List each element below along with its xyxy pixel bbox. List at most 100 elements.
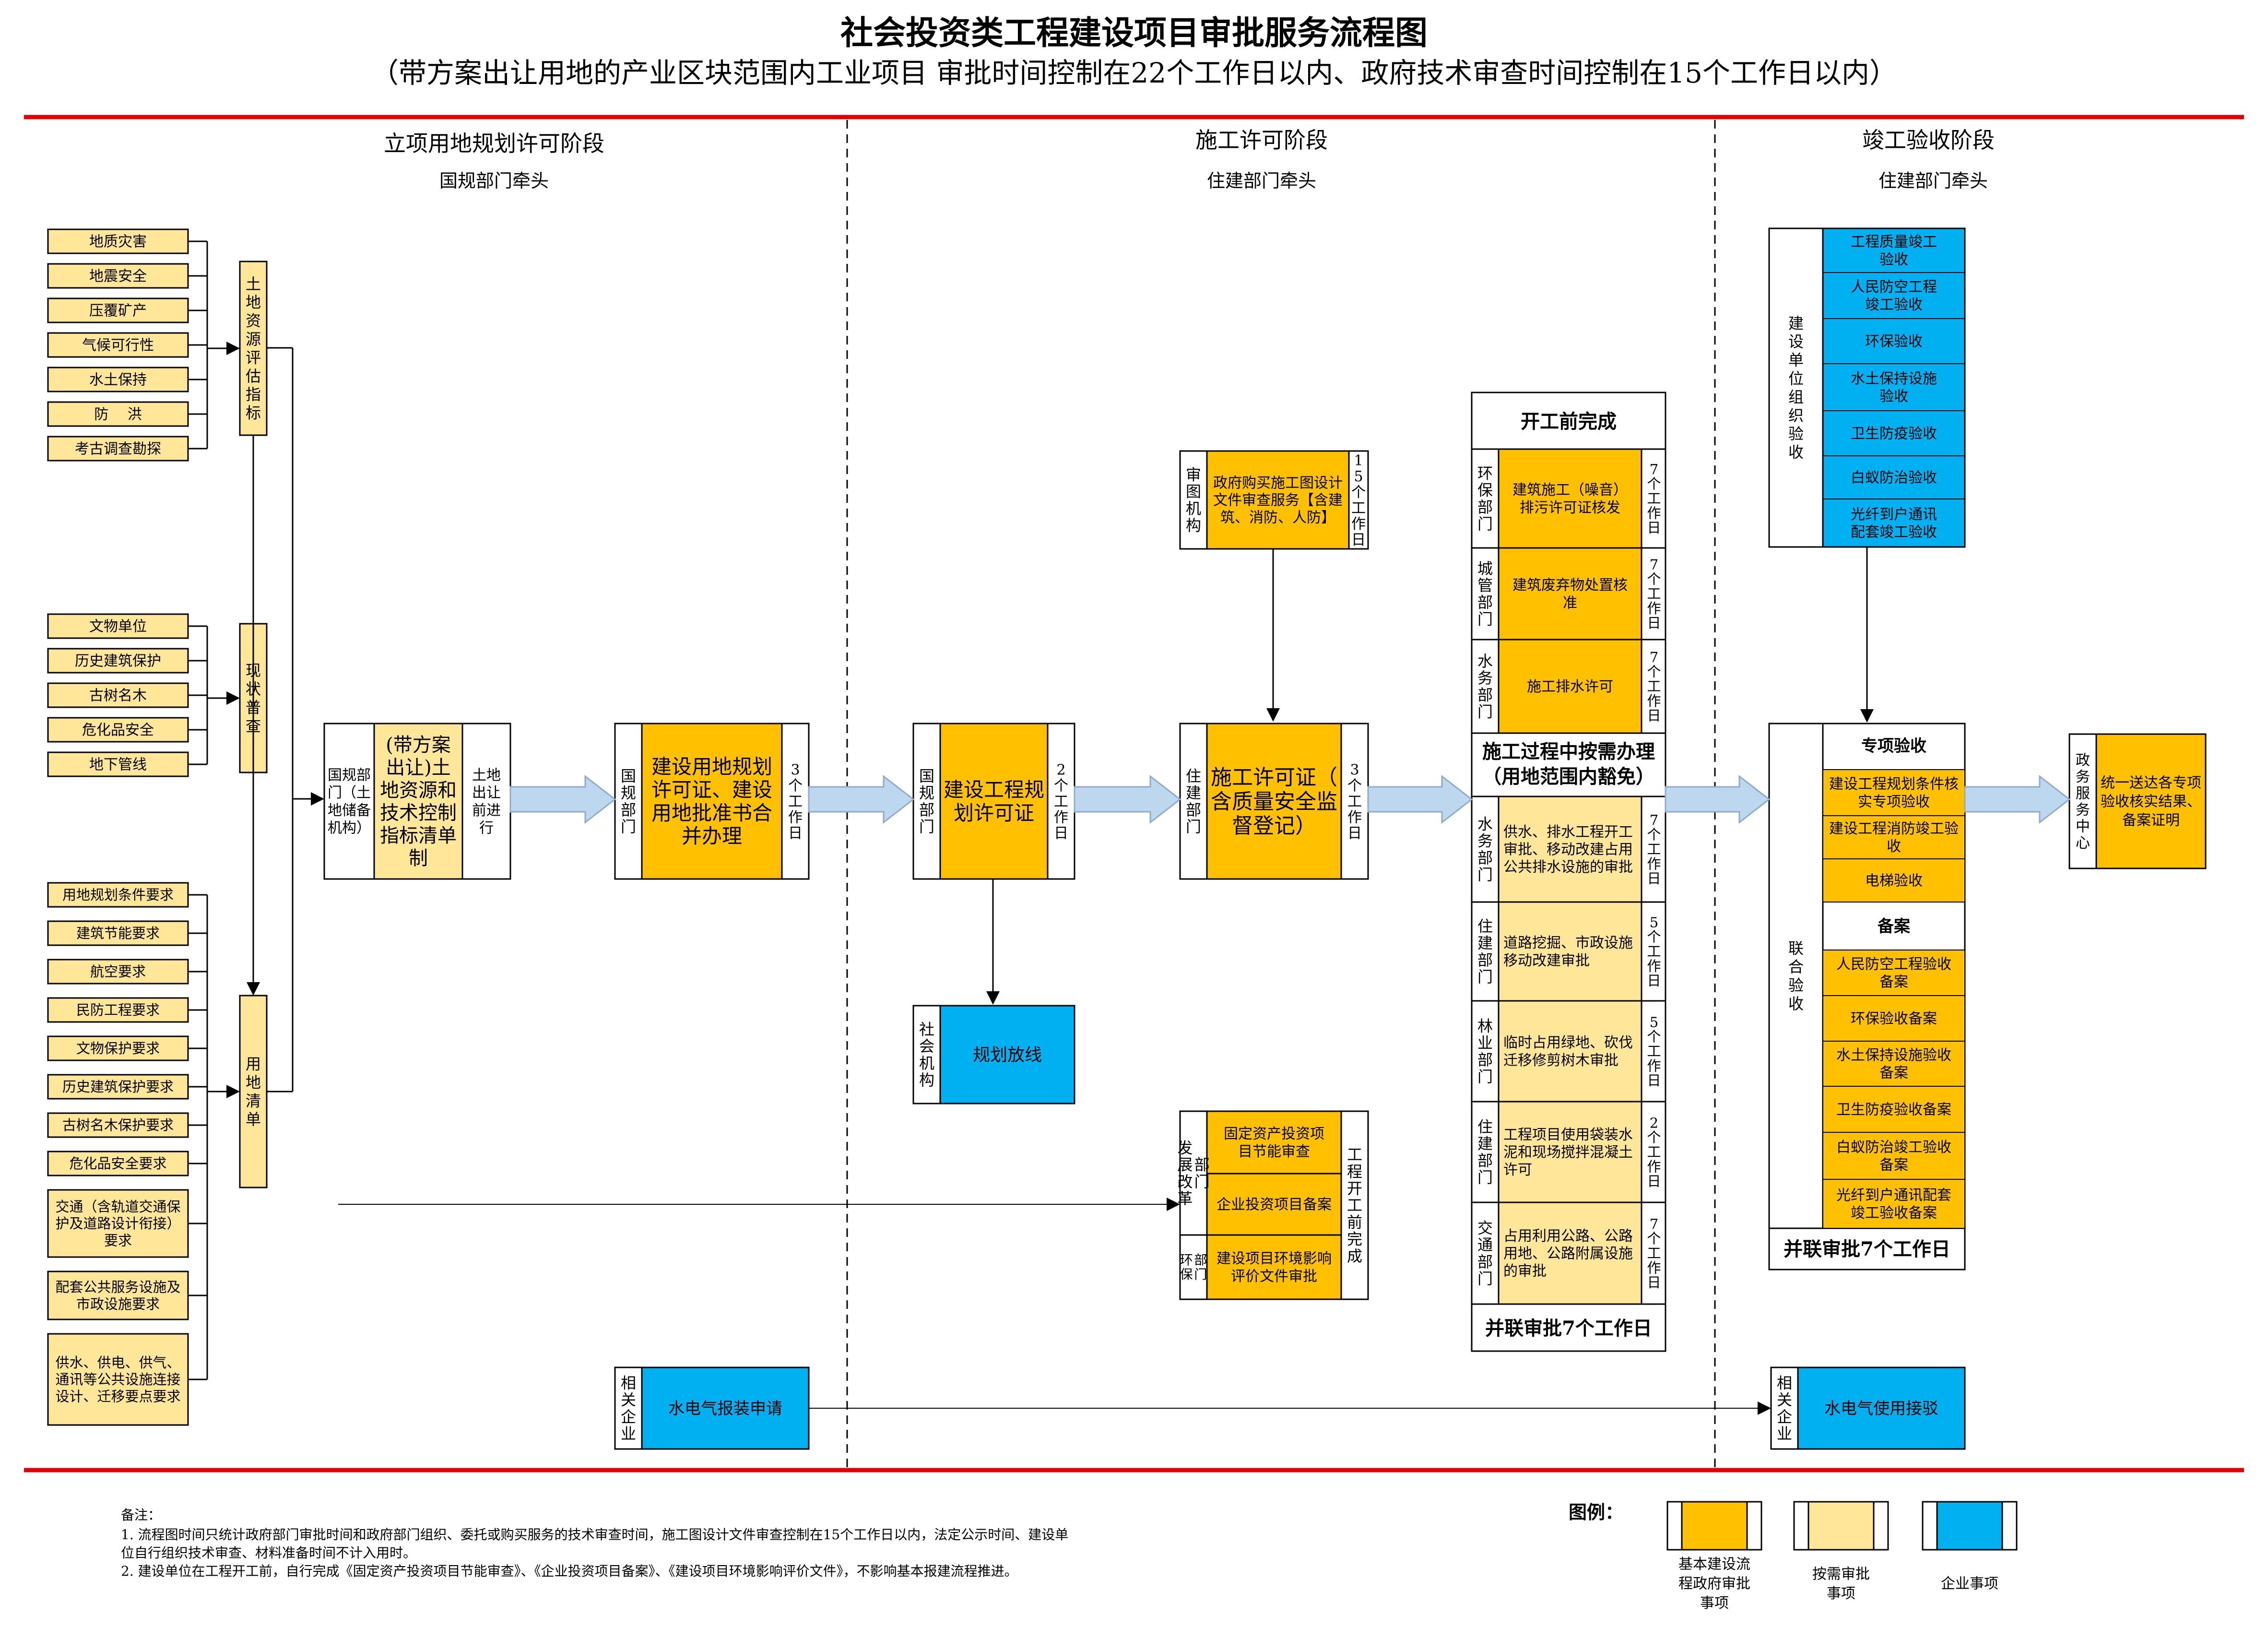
unit-acceptance-item: 光纤到户通讯配套竣工验收 — [1851, 506, 1937, 541]
construction-on-demand-header: 施工过程中按需办理（用地范围内豁免） — [1482, 740, 1655, 788]
group3-item-label: 用地规划条件要求 — [62, 887, 174, 903]
notes-line-2: 位自行组织技术审查、材料准备时间不计入用时。 — [121, 1545, 416, 1561]
construction-row-text: 建筑施工（噪音）排污许可证核发 — [1512, 482, 1628, 516]
box-land-control-text: (带方案出让)土地资源和技术控制指标清单制 — [380, 734, 457, 869]
construction-row-dept: 水务部门 — [1477, 652, 1493, 721]
joint-acceptance-filing-item: 人民防空工程验收备案 — [1836, 956, 1951, 991]
group1-item-label: 防 洪 — [94, 406, 142, 423]
box-drawing-review-dept: 审图机构 — [1186, 465, 1201, 534]
box-construction-permit-content — [1206, 723, 1342, 880]
construction-row2-dept: 水务部门 — [1477, 815, 1493, 884]
phase-title-2: 施工许可阶段 — [1195, 127, 1328, 153]
construction-row2-content — [1498, 901, 1642, 1002]
construction-row2-dept: 林业部门 — [1477, 1017, 1493, 1086]
group1-item-box — [47, 297, 189, 323]
phase-title-3: 竣工验收阶段 — [1862, 127, 1995, 153]
joint-acceptance-item-box — [1822, 815, 1965, 859]
group1-item-label: 地质灾害 — [89, 234, 147, 250]
group3-item-label: 建筑节能要求 — [76, 925, 160, 941]
arrow-trunk-down — [247, 982, 260, 996]
group2-item-box — [47, 682, 189, 708]
joint-acceptance-footer: 并联审批7个工作日 — [1784, 1238, 1950, 1260]
legend-label-1: 按需审批事项 — [1812, 1566, 1870, 1602]
group3-item-box — [47, 1271, 189, 1320]
group2-item-label: 地下管线 — [89, 757, 147, 773]
box-land-control-dept: 国规部门（土地储备机构） — [328, 767, 371, 837]
phase-lead-1: 国规部门牵头 — [439, 170, 549, 191]
box-pre-start-dept: 部门 — [1194, 1253, 1207, 1283]
construction-row2-content — [1498, 1201, 1642, 1305]
group3-item-label: 供水、供电、供气、通讯等公共设施连接设计、迁移要点要求 — [55, 1354, 180, 1405]
box-utility-connect-dept: 相关企业 — [1777, 1374, 1792, 1443]
group3-item-box — [47, 1333, 189, 1426]
group1-item-label: 气候可行性 — [82, 337, 154, 354]
construction-row2-dept: 住建部门 — [1477, 917, 1493, 986]
box-land-control-days: 土地出让前进行 — [472, 767, 501, 837]
flow-arrow-6 — [1964, 774, 2071, 824]
notes-line-3: 2. 建设单位在工程开工前，自行完成《固定资产投资项目节能审查》、《企业投资项目… — [121, 1563, 1018, 1579]
box-construction-permit-dept: 住建部门 — [1186, 767, 1201, 836]
construction-row-content — [1498, 448, 1642, 549]
group3-item-box — [47, 1074, 189, 1100]
box-drawing-review-text: 政府购买施工图设计文件审查服务【含建筑、消防、人防】 — [1213, 475, 1343, 526]
construction-row2-dept: 住建部门 — [1477, 1117, 1493, 1187]
construction-row-text: 建筑废弃物处置核准 — [1512, 577, 1628, 612]
group2-item-label: 文物单位 — [89, 618, 147, 635]
flow-arrow-2 — [808, 774, 915, 824]
box-pre-start-note: 工程开工前完成 — [1347, 1146, 1362, 1265]
construction-pre-start-header: 开工前完成 — [1521, 410, 1617, 433]
construction-row-dept: 城管部门 — [1477, 559, 1493, 629]
unit-acceptance-item: 工程质量竣工验收 — [1851, 234, 1937, 268]
joint-acceptance-filing-box — [1822, 1086, 1965, 1133]
box-layout-line-text: 规划放线 — [973, 1045, 1042, 1065]
box-utility-connect-content — [1797, 1366, 1966, 1450]
unit-acceptance-item: 水土保持设施验收 — [1851, 370, 1937, 405]
joint-acceptance-item: 建设工程规划条件核实专项验收 — [1829, 776, 1959, 810]
group3-item-label: 航空要求 — [90, 963, 146, 980]
construction-row-dept: 环保部门 — [1477, 464, 1493, 533]
service-center-dept: 政务服务中心 — [2076, 752, 2090, 852]
group3-item-label: 危化品安全要求 — [69, 1155, 166, 1172]
box-pre-start-dept: 部门 — [1194, 1156, 1210, 1191]
box-land-permit-text: 建设用地规划许可证、建设用地批准书合并办理 — [651, 755, 772, 848]
box-planning-permit-text: 建设工程规划许可证 — [944, 778, 1044, 825]
construction-footer: 并联审批7个工作日 — [1485, 1317, 1652, 1340]
group3-item-label: 文物保护要求 — [76, 1040, 160, 1057]
construction-row2-text: 临时占用绿地、砍伐迁移修剪树木审批 — [1503, 1034, 1633, 1069]
joint-acceptance-header: 备案 — [1878, 917, 1911, 936]
construction-row2-content — [1498, 1101, 1642, 1203]
group3-item-box — [47, 1189, 189, 1258]
review-arrow — [1266, 708, 1280, 722]
layout-arrow — [986, 991, 1000, 1005]
construction-row-content — [1498, 547, 1642, 641]
group2-item-label: 古树名木 — [89, 688, 147, 704]
joint-acceptance-label: 联合验收 — [1788, 939, 1804, 1013]
arrow-to-land-assessment — [226, 342, 240, 355]
construction-row2-text: 供水、排水工程开工审批、移动改建占用公共排水设施的审批 — [1503, 824, 1633, 876]
construction-row-text: 施工排水许可 — [1527, 678, 1613, 695]
box-utility-apply-dept: 相关企业 — [621, 1374, 636, 1443]
group2-item-label: 危化品安全 — [82, 722, 154, 739]
construction-row2-dept: 交通部门 — [1477, 1219, 1493, 1288]
unit-to-joint-arrow — [1860, 709, 1874, 723]
box-construction-permit-text: 施工许可证（含质量安全监督登记） — [1211, 765, 1337, 838]
group1-item-label: 水土保持 — [89, 372, 147, 389]
box-utility-apply-text: 水电气报装申请 — [668, 1399, 782, 1418]
utility-arrow — [1758, 1401, 1771, 1415]
legend-label-0: 基本建设流程政府审批事项 — [1678, 1556, 1750, 1612]
box-utility-apply-content — [641, 1366, 810, 1450]
group3-item-label: 交通（含轨道交通保护及道路设计衔接）要求 — [55, 1199, 180, 1249]
group1-item-box — [47, 332, 189, 358]
group3-item-box — [47, 920, 189, 946]
group3-item-label: 配套公共服务设施及市政设施要求 — [55, 1279, 180, 1312]
flow-arrow-4 — [1367, 774, 1473, 824]
